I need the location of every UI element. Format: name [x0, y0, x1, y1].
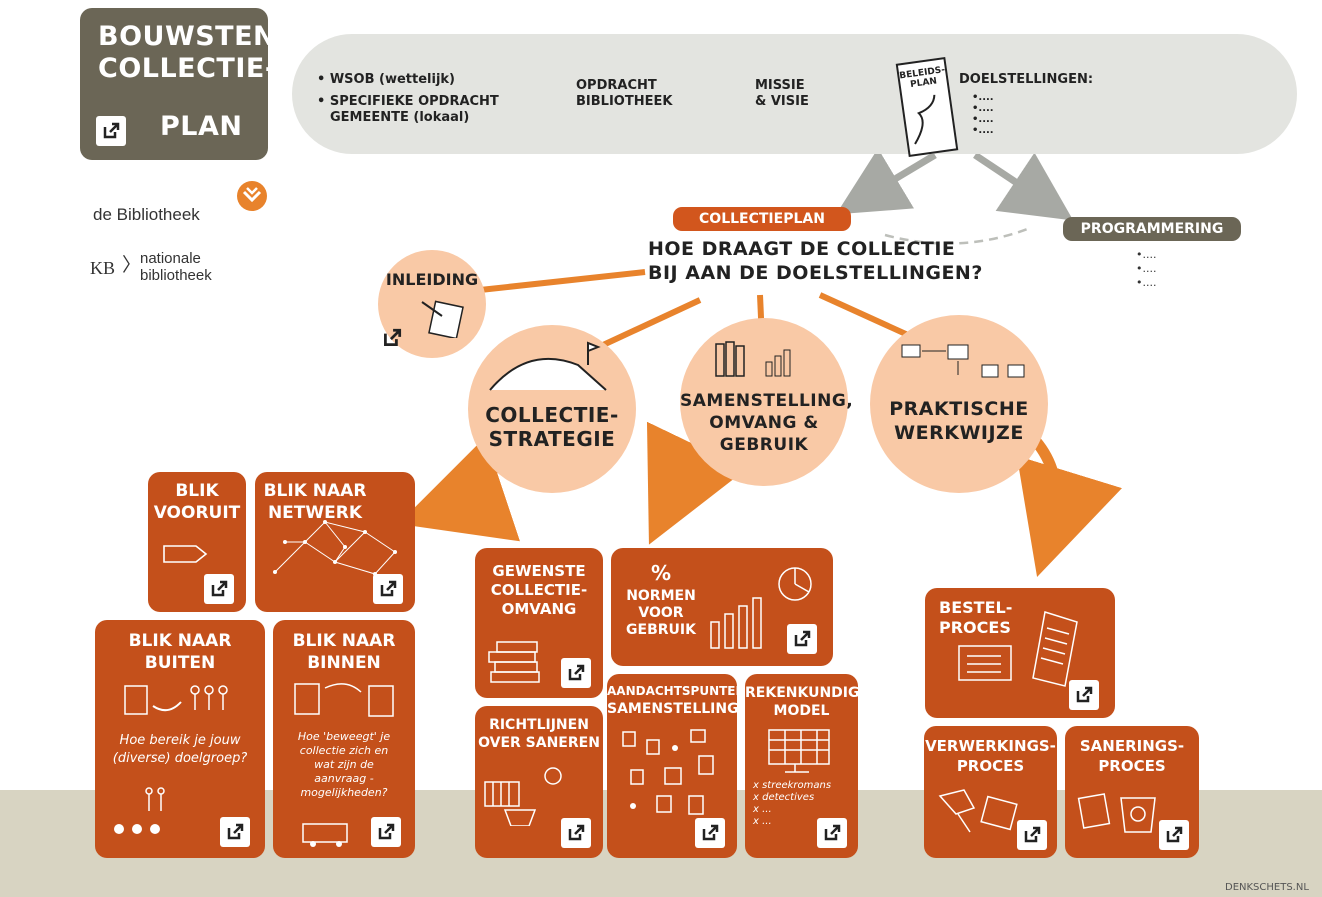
tile-label: SANERINGS- PROCES — [1079, 737, 1185, 775]
external-link-icon[interactable] — [220, 817, 250, 847]
external-link-icon[interactable] — [695, 818, 725, 848]
opdracht-line2: BIBLIOTHEEK — [576, 94, 673, 109]
mountain-flag-icon — [489, 341, 607, 391]
tile-blik-vooruit[interactable]: BLIK VOORUIT — [148, 472, 246, 612]
missie-line2: & VISIE — [755, 94, 809, 109]
books-trash-icon — [484, 767, 562, 826]
book-stack-icon — [488, 641, 540, 683]
tile-gewenste-collectieomvang[interactable]: GEWENSTE COLLECTIE- OMVANG — [475, 548, 603, 698]
tile-bestelproces[interactable]: BESTEL- PROCES — [925, 588, 1115, 718]
book-recycle-bin-icon — [1077, 793, 1156, 833]
collectieplan-pill: COLLECTIEPLAN — [673, 207, 851, 231]
inleiding-circle[interactable]: INLEIDING — [378, 250, 486, 358]
external-link-icon[interactable] — [1017, 820, 1047, 850]
tile-verwerkingsproces[interactable]: VERWERKINGS- PROCES — [924, 726, 1057, 858]
tile-percent: % — [650, 561, 672, 585]
external-link-icon[interactable] — [787, 624, 817, 654]
tile-rekenkundig-model[interactable]: REKENKUNDIG MODEL x streekromans x detec… — [745, 674, 860, 858]
document-pen-icon — [421, 300, 464, 338]
tile-label: GEWENSTE COLLECTIE- OMVANG — [490, 562, 588, 618]
external-link-icon[interactable] — [1159, 820, 1189, 850]
samenstelling-circle[interactable]: SAMENSTELLING, OMVANG & GEBRUIK — [680, 318, 854, 486]
book-cycle-icon — [294, 683, 394, 717]
kb-logo-text: nationale bibliotheek — [140, 250, 212, 284]
collectiestrategie-circle[interactable]: COLLECTIE- STRATEGIE — [468, 325, 636, 493]
credit-text: DENKSCHETS.NL — [1225, 882, 1309, 893]
signpost-icon — [163, 545, 208, 563]
media-items-icon — [622, 729, 714, 815]
tile-label: RICHTLIJNEN OVER SANEREN — [478, 717, 600, 751]
external-link-icon[interactable] — [1069, 680, 1099, 710]
books-chart-icon — [715, 341, 791, 377]
programmering-pill: PROGRAMMERING — [1063, 217, 1241, 241]
kb-bracket: 〉 — [122, 255, 142, 276]
doelstellingen-label: DOELSTELLINGEN: — [959, 72, 1094, 87]
tile-saneringsproces[interactable]: SANERINGS- PROCES — [1065, 726, 1199, 858]
praktische-werkwijze-label: PRAKTISCHE WERKWIJZE — [889, 398, 1029, 444]
samenstelling-label: SAMENSTELLING, OMVANG & GEBRUIK — [680, 391, 854, 455]
network-icon — [273, 520, 397, 576]
tile-question: Hoe bereik je jouw (diverse) doelgroep? — [112, 733, 248, 766]
tile-richtlijnen-over-saneren[interactable]: RICHTLIJNEN OVER SANEREN — [475, 706, 603, 858]
book-people-icon — [124, 685, 228, 715]
tile-label: BLIK VOORUIT — [153, 481, 241, 523]
tile-label: BLIK NAAR BINNEN — [292, 631, 396, 673]
tile-label: AANDACHTSPUNTEN SAMENSTELLING — [607, 684, 746, 717]
title-line-2: COLLECTIE- — [98, 53, 277, 84]
inleiding-label: INLEIDING — [385, 270, 479, 289]
collectiestrategie-label: COLLECTIE- STRATEGIE — [485, 403, 619, 451]
barcode-scanner-icon — [938, 789, 1018, 833]
missie-line1: MISSIE — [755, 78, 805, 93]
bar-chart-pie-icon — [710, 567, 812, 649]
context-band: • WSOB (wettelijk) • SPECIFIEKE OPDRACHT… — [292, 34, 1297, 154]
external-link-icon[interactable] — [96, 116, 126, 146]
external-link-icon[interactable] — [817, 818, 847, 848]
reken-list: x streekromans x detectives x ... x ... — [753, 780, 832, 827]
location-pins-icon — [114, 787, 165, 834]
bibliotheek-logo-icon — [237, 181, 267, 211]
opdracht-line1: OPDRACHT — [576, 78, 657, 93]
tile-normen-voor-gebruik[interactable]: % NORMEN VOOR GEBRUIK — [611, 548, 833, 666]
order-list-monitor-icon — [958, 611, 1078, 687]
tile-blik-naar-buiten[interactable]: BLIK NAAR BUITEN Hoe bereik je jouw (div… — [95, 620, 265, 858]
tile-label: REKENKUNDIG MODEL — [745, 685, 860, 719]
doelstellingen-list: •.... •.... •.... •.... — [972, 92, 994, 136]
tile-label: BLIK NAAR NETWERK — [263, 481, 367, 523]
tile-label: VERWERKINGS- PROCES — [925, 737, 1056, 775]
title-line-1: BOUWSTENEN — [98, 21, 319, 52]
beleidsplan-document: BELEIDS- PLAN — [895, 56, 959, 158]
bullet-wsob: • WSOB (wettelijk) — [317, 72, 456, 87]
tile-aandachtspunten-samenstelling[interactable]: AANDACHTSPUNTEN SAMENSTELLING — [607, 674, 746, 858]
tile-label: BLIK NAAR BUITEN — [128, 631, 232, 673]
programmering-list: •.... •.... •.... — [1136, 248, 1157, 289]
praktische-werkwijze-circle[interactable]: PRAKTISCHE WERKWIJZE — [870, 315, 1048, 493]
central-question: HOE DRAAGT DE COLLECTIE BIJ AAN DE DOELS… — [648, 238, 983, 284]
external-link-icon[interactable] — [561, 818, 591, 848]
process-flow-icon — [901, 344, 1025, 378]
bullet-gemeente: GEMEENTE (lokaal) — [330, 110, 470, 125]
tile-label: NORMEN VOOR GEBRUIK — [626, 588, 696, 638]
kb-mark: KB — [90, 258, 116, 278]
external-link-icon[interactable] — [204, 574, 234, 604]
tile-blik-naar-netwerk[interactable]: BLIK NAAR NETWERK — [255, 472, 415, 612]
tile-question: Hoe 'beweegt' je collectie zich en wat z… — [297, 730, 391, 799]
bullet-specifiek: • SPECIFIEKE OPDRACHT — [317, 94, 499, 109]
external-link-icon[interactable] — [376, 322, 406, 352]
delivery-van-icon — [302, 823, 348, 847]
spreadsheet-monitor-icon — [768, 729, 830, 773]
bibliotheek-logo-text: de Bibliotheek — [93, 205, 200, 224]
external-link-icon[interactable] — [373, 574, 403, 604]
tile-blik-naar-binnen[interactable]: BLIK NAAR BINNEN Hoe 'beweegt' je collec… — [273, 620, 415, 858]
tile-label: BESTEL- PROCES — [939, 598, 1013, 637]
title-box: BOUWSTENEN COLLECTIE- PLAN — [80, 8, 318, 160]
title-line-3: PLAN — [160, 111, 243, 142]
external-link-icon[interactable] — [561, 658, 591, 688]
external-link-icon[interactable] — [371, 817, 401, 847]
